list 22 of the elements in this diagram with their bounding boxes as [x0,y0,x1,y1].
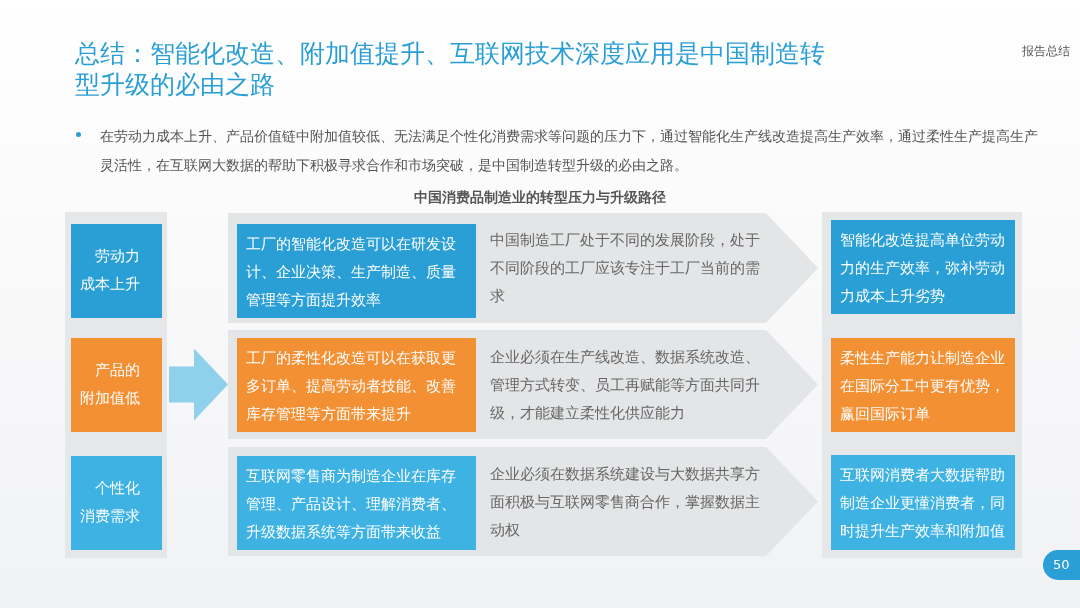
category-box: 互联网零售商为制造企业在库存管理、产品设计、理解消费者、升级数据系统等方面带来收益 [237,456,476,550]
description-text: 中国制造工厂处于不同的发展阶段，处于不同阶段的工厂应该专注于工厂当前的需求 [490,231,761,306]
diagram-subtitle: 中国消费品制造业的转型压力与升级路径 [413,188,667,206]
chevron-band [228,213,818,323]
category-box: 个性化消费需求 [71,456,162,550]
category-box: 产品的附加值低 [71,338,162,432]
slide-title: 总结：智能化改造、附加值提升、互联网技术深度应用是中国制造转型升级的必由之路 [75,38,826,100]
chevron-band [228,447,818,556]
summary-text: 在劳动力成本上升、产品价值链中附加值较低、无法满足个性化消费需求等问题的压力下，通过智能化生产线改造提高生产效率，通过柔性生产提高生产灵活性，在互联网大数据的帮助下积极寻求合作和市场突破，是中国制造转型升级的必由之路。 [100,127,1039,175]
description-text: 企业必须在数据系统建设与大数据共享方面积极与互联网零售商合作，掌握数据主动权 [490,465,761,540]
section-label: 报告总结 [1021,43,1070,60]
page-number: 50 [1043,550,1080,580]
description-text: 企业必须在生产线改造、数据系统改造、管理方式转变、员工再赋能等方面共同升级，才能建立柔性化供应能力 [490,348,761,423]
column-panel [822,212,1022,558]
category-box: 工厂的智能化改造可以在研发设计、企业决策、生产制造、质量管理等方面提升效率 [237,224,476,318]
column-panel [65,212,167,558]
category-box: 工厂的柔性化改造可以在获取更多订单、提高劳动者技能、改善库存管理等方面带来提升 [237,338,476,432]
category-box: 柔性生产能力让制造企业在国际分工中更有优势，赢回国际订单 [831,338,1015,432]
category-box: 互联网消费者大数据帮助制造企业更懂消费者，同时提升生产效率和附加值 [831,455,1015,550]
category-box: 劳动力成本上升 [71,224,162,318]
category-box: 智能化改造提高单位劳动力的生产效率，弥补劳动力成本上升劣势 [831,220,1015,314]
chevron-band [228,330,818,439]
